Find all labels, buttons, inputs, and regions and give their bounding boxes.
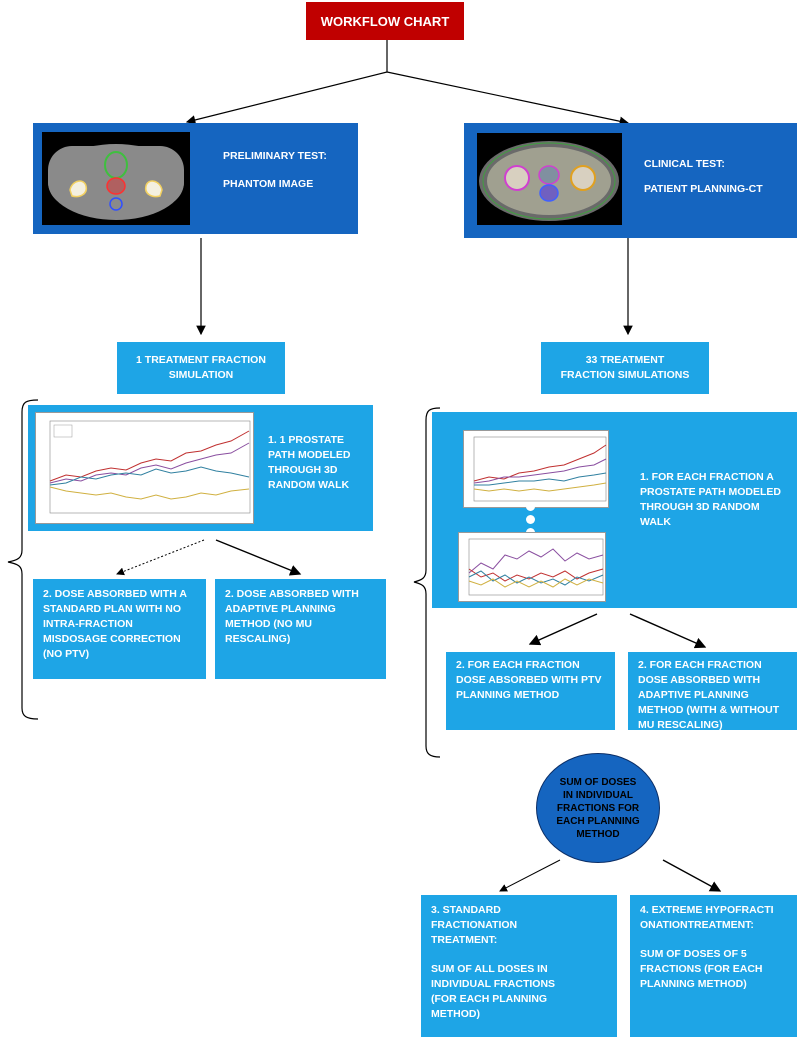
right-dose-adaptive-box: 2. FOR EACH FRACTION DOSE ABSORBED WITH … xyxy=(628,652,797,731)
left-dose-standard-box: 2. DOSE ABSORBED WITH A STANDARD PLAN WI… xyxy=(33,579,206,679)
dot xyxy=(526,502,535,511)
preliminary-line2: PHANTOM IMAGE xyxy=(223,178,314,190)
arrow-to-clinical xyxy=(386,71,630,126)
dot xyxy=(526,515,535,524)
right-random-walk-plot-last xyxy=(458,532,606,602)
standard-fractionation-box: 3. STANDARD FRACTIONATION TREATMENT: SUM… xyxy=(421,895,617,1037)
left-simulation-box: 1 TREATMENT FRACTION SIMULATION xyxy=(117,342,285,394)
standard-body: SUM OF ALL DOSES IN INDIVIDUAL FRACTIONS… xyxy=(431,963,556,1020)
workflow-title: WORKFLOW CHART xyxy=(306,2,464,40)
phantom-image xyxy=(42,132,190,225)
left-path-text: 1. 1 PROSTATE PATH MODELED THROUGH 3D RA… xyxy=(268,434,351,491)
right-dose-ptv-box: 2. FOR EACH FRACTION DOSE ABSORBED WITH … xyxy=(446,652,615,730)
left-path-box: 1. 1 PROSTATE PATH MODELED THROUGH 3D RA… xyxy=(28,405,373,531)
right-simulation-box: 33 TREATMENT FRACTION SIMULATIONS xyxy=(541,342,709,394)
arrow-to-standard xyxy=(499,859,561,892)
clinical-line1: CLINICAL TEST: xyxy=(644,158,725,170)
preliminary-test-box: PRELIMINARY TEST: PHANTOM IMAGE xyxy=(33,123,358,234)
arrow-left-adaptive xyxy=(215,539,302,576)
right-path-box: 1. FOR EACH FRACTION A PROSTATE PATH MOD… xyxy=(432,412,797,608)
left-dose-adaptive-box: 2. DOSE ABSORBED WITH ADAPTIVE PLANNING … xyxy=(215,579,386,679)
arrow-right-adaptive xyxy=(629,613,707,649)
clinical-line2: PATIENT PLANNING-CT xyxy=(644,183,763,195)
left-random-walk-plot xyxy=(35,412,254,524)
arrow-left-standard xyxy=(116,539,205,576)
clinical-test-box: CLINICAL TEST: PATIENT PLANNING-CT xyxy=(464,123,797,238)
arrow-right-ptv xyxy=(528,613,598,646)
right-path-text: 1. FOR EACH FRACTION A PROSTATE PATH MOD… xyxy=(640,471,781,528)
preliminary-line1: PRELIMINARY TEST: xyxy=(223,150,327,162)
right-brace xyxy=(413,407,441,758)
arrow-to-preliminary xyxy=(185,71,388,125)
right-random-walk-plot-first xyxy=(463,430,609,508)
extreme-body: SUM OF DOSES OF 5 FRACTIONS (FOR EACH PL… xyxy=(640,948,763,990)
left-brace xyxy=(7,399,39,720)
sum-of-doses-text: SUM OF DOSES IN INDIVIDUAL FRACTIONS FOR… xyxy=(556,776,640,840)
sum-of-doses-ellipse: SUM OF DOSES IN INDIVIDUAL FRACTIONS FOR… xyxy=(536,753,660,863)
extreme-hypofractionation-box: 4. EXTREME HYPOFRACTIONATIONTREATMENT: S… xyxy=(630,895,797,1037)
standard-heading: 3. STANDARD FRACTIONATION TREATMENT: xyxy=(431,904,518,946)
patient-ct-image xyxy=(477,133,622,225)
arrow-to-extreme xyxy=(662,859,722,892)
extreme-heading: 4. EXTREME HYPOFRACTIONATIONTREATMENT: xyxy=(640,904,774,931)
